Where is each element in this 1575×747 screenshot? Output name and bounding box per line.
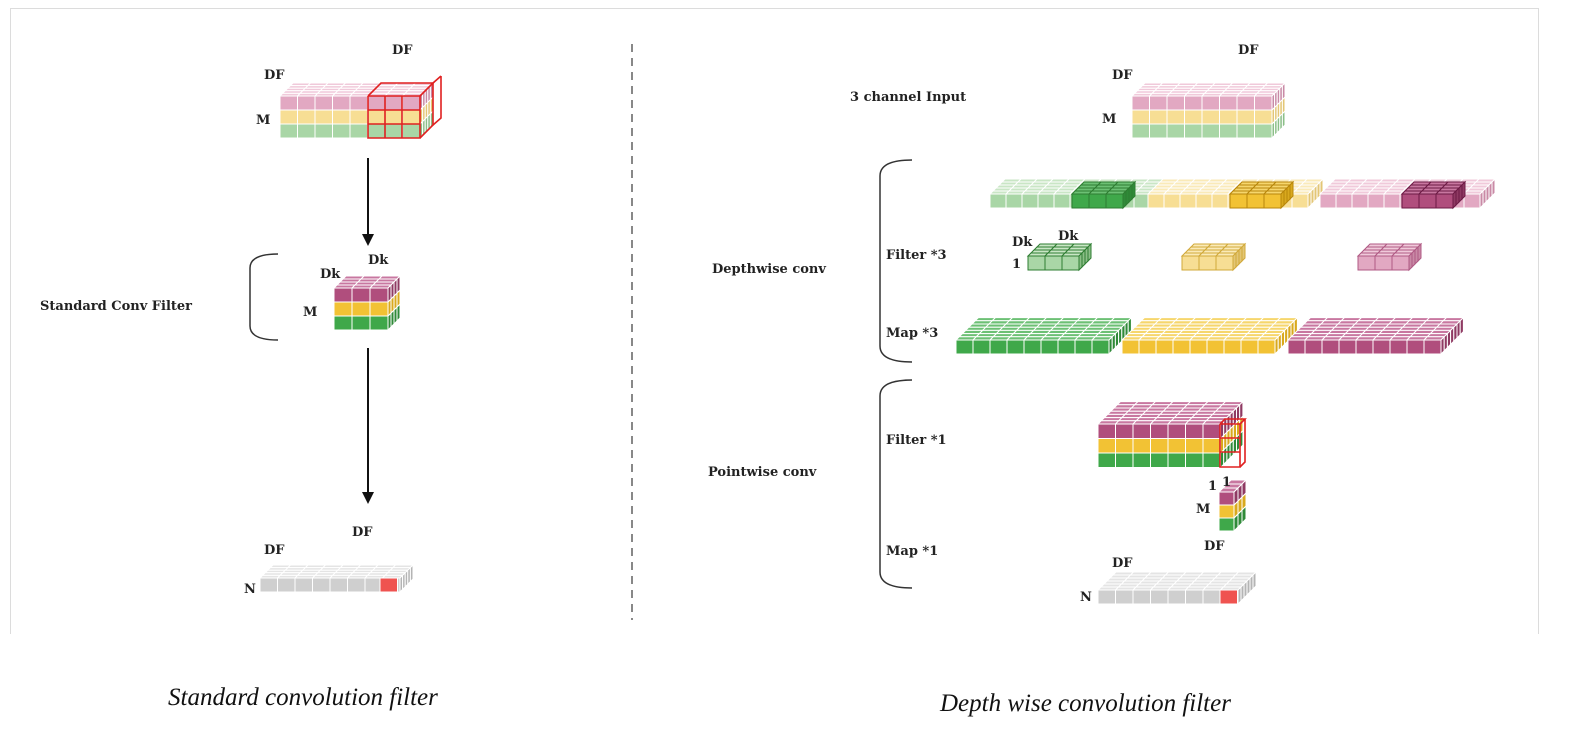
depthwise-filter-pink [1356,242,1423,272]
depthwise-map-label: Map *3 [886,326,938,341]
depthwise-dk-top: Dk [1058,229,1079,244]
left-filter-layer-1 [332,274,402,304]
pointwise-output-df-side: DF [1112,556,1133,571]
pointwise-bracket [879,379,913,589]
pointwise-one-b: 1 [1222,475,1231,490]
arrow-filter-to-output [362,348,374,504]
right-input-layer-1 [1130,81,1287,112]
left-input-m: M [256,113,270,128]
right-input-df-side: DF [1112,68,1133,83]
depthwise-slice-green-kernel [1070,180,1137,210]
depthwise-filter-green [1026,242,1093,272]
standard-filter-bracket [249,253,279,341]
left-input-df-side: DF [264,68,285,83]
depthwise-map-pink [1286,316,1465,356]
depthwise-filter-yellow [1180,242,1247,272]
pointwise-input-layer-1 [1096,400,1245,440]
left-filter-dk-top: Dk [368,253,389,268]
left-output-n: N [244,582,256,597]
left-filter-m: M [303,305,317,320]
left-input-highlight [367,75,442,139]
caption-depthwise: Depth wise convolution filter [940,690,1231,717]
three-channel-input-label: 3 channel Input [850,90,966,105]
right-input-df-top: DF [1238,43,1259,58]
caption-standard: Standard convolution filter [168,684,438,711]
arrow-input-to-filter [362,158,374,246]
depthwise-map-green [954,316,1133,356]
depthwise-slice-yellow-kernel [1228,180,1295,210]
left-output-df-top: DF [352,525,373,540]
pointwise-input-highlight [1219,418,1247,468]
diagram-shapes [258,75,1497,606]
left-output-df-side: DF [264,543,285,558]
pointwise-filter-label: Filter *1 [886,433,947,448]
left-input-df-top: DF [392,43,413,58]
depthwise-label: Depthwise conv [712,262,826,277]
pointwise-output-df-top: DF [1204,539,1225,554]
pointwise-filter-layer-1 [1217,478,1248,507]
pointwise-output-highlight-cell [1219,589,1238,605]
pointwise-label: Pointwise conv [708,465,817,480]
left-filter-dk-side: Dk [320,267,341,282]
pointwise-one-a: 1 [1208,479,1217,494]
pointwise-output-n: N [1080,590,1092,605]
depthwise-one: 1 [1012,257,1021,272]
standard-filter-label: Standard Conv Filter [40,299,192,314]
pointwise-map-label: Map *1 [886,544,938,559]
depthwise-filter-label: Filter *3 [886,248,947,263]
left-output-highlight-cell [379,577,398,593]
pointwise-m: M [1196,502,1210,517]
depthwise-dk-side: Dk [1012,235,1033,250]
depthwise-map-yellow [1120,316,1299,356]
right-input-m: M [1102,112,1116,127]
depthwise-slice-pink-kernel [1400,180,1467,210]
depthwise-bracket [879,159,913,363]
